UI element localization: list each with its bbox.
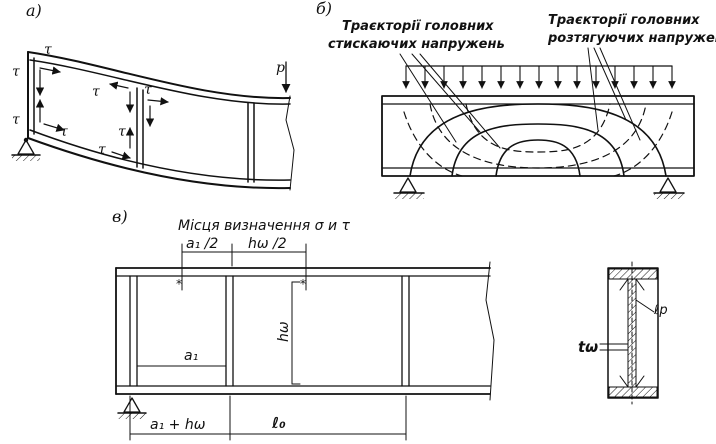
tau-label-1: τ [44,42,52,58]
dim-hw-vertical: hω [276,321,292,342]
label-bp: ℓp [653,303,668,318]
panel-a-label: а) [26,1,42,20]
compressive-trajectory-3 [495,139,581,177]
support-b-right [653,177,685,199]
tensile-label-line1: Траєкторії головних [548,13,700,28]
support-a [11,137,41,161]
tensile-trajectory-1 [429,103,647,169]
bottom-flange-inner [29,129,291,181]
compressive-trajectory-2 [451,123,625,177]
panel-a: а) τ τ τ τ τ τ [11,1,295,191]
dim-l0: ℓ₀ [271,414,286,432]
tau-label-8: τ [144,82,152,98]
distributed-load [402,65,676,89]
compressive-label-line1: Траєкторії головних [342,19,494,34]
support-b-left [393,177,425,199]
dim-hw-half: hω /2 [248,236,287,252]
panel-c-label: в) [112,207,128,226]
compressive-trajectory-1 [409,103,667,177]
tau-label-2: τ [12,64,20,80]
panel-c: в) Місця визначення σ и τ a₁ /2 hω /2 * … [112,207,668,441]
support-c [117,397,147,419]
panel-b: б) Траєкторії головних стискаючих напруж… [316,0,716,199]
dim-a1-plus-hw: a₁ + hω [150,417,206,433]
tensile-label-line2: розтягуючих напружень [547,31,716,46]
label-tw: tω [578,338,598,356]
load-label: p [276,60,285,76]
dim-a1-half: a₁ /2 [186,236,218,252]
dim-a1: a₁ [184,348,198,364]
top-flange-inner [29,59,291,105]
beam-outline [381,95,695,177]
tensile-trajectory-2 [465,103,611,153]
tau-label-4: τ [60,124,68,140]
check-locations-title: Місця визначення σ и τ [178,218,351,234]
panel-b-label: б) [316,0,332,18]
check-point-2: * [300,277,306,291]
check-point-1: * [176,277,182,291]
tau-label-3: τ [12,112,20,128]
compressive-label-line2: стискаючих напружень [328,37,505,52]
bottom-flange-outer [27,137,291,190]
tau-label-7: τ [98,142,106,158]
cross-section [599,261,659,405]
shear-arrows [35,66,169,160]
tau-label-6: τ [118,124,126,140]
tau-label-5: τ [92,84,100,100]
top-flange-outer [27,51,291,100]
